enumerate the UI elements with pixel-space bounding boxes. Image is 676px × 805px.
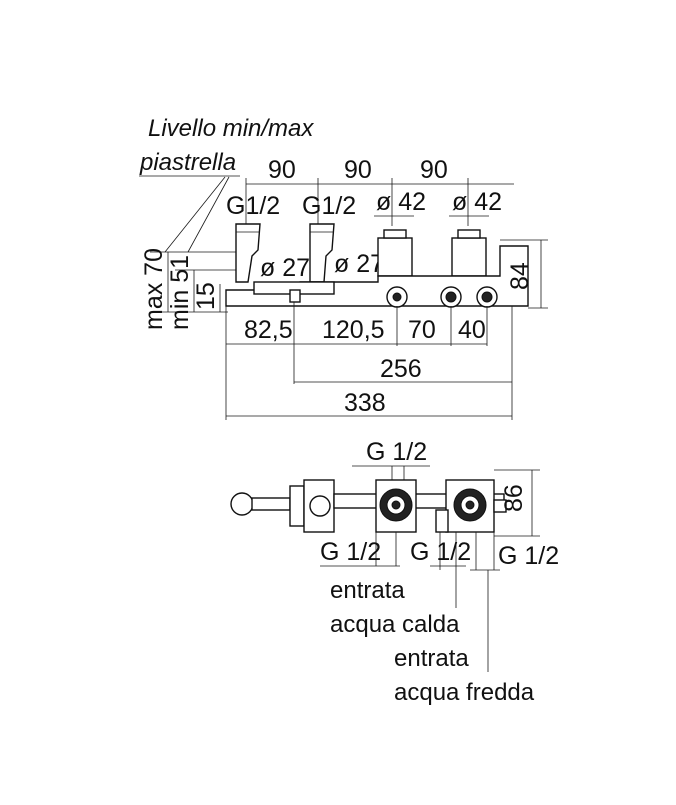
diam42-label-left: ø 42 [376,188,426,216]
dim-338: 338 [344,389,386,417]
side-plug [493,499,507,513]
plan-view: G 1/2 86 [230,438,559,706]
inlet-stub [435,509,449,533]
cold-inlet-label-2: acqua fredda [394,679,535,706]
level-leader-1 [164,176,226,253]
g12-bm-label: G 1/2 [410,538,471,566]
inlet-a-core [445,291,457,303]
dim-90-c: 90 [420,156,448,184]
outlet-fitting-inner [309,495,331,517]
dim-84: 84 [506,262,534,290]
handle-knob [230,492,254,516]
dim-15: 15 [192,282,220,310]
hot-inlet-label-1: entrata [330,577,405,604]
handle-flange [289,485,305,527]
g12-label-left: G1/2 [226,192,280,220]
diam42-label-right: ø 42 [452,188,502,216]
g12-top-label: G 1/2 [366,438,427,466]
outlet-right-body [309,223,335,283]
hot-valve-core [391,500,401,510]
fixing-lug [289,289,301,303]
level-leader-2 [187,176,230,253]
valve-cap-right [457,229,481,239]
valve-cap-left [383,229,407,239]
cold-valve-core [465,500,475,510]
top-elevation-view: Livello min/max piastrella 90 90 90 G1/2… [139,115,548,420]
dim-40: 40 [458,316,486,344]
hot-inlet-label-2: acqua calda [330,611,460,638]
dim-90-a: 90 [268,156,296,184]
level-label-line2: piastrella [139,149,236,176]
diam27-label-right: ø 27 [334,250,384,278]
cold-inlet-label-1: entrata [394,645,469,672]
dim-90-b: 90 [344,156,372,184]
inlet-cold-core [481,291,493,303]
valve-cartridge-left [377,237,413,277]
dim-82-5: 82,5 [244,316,293,344]
g12-label-right: G1/2 [302,192,356,220]
inlet-hot-core [392,292,402,302]
outlet-left-body [235,223,261,283]
handle-shaft [251,497,291,511]
dim-min51: min 51 [166,255,194,330]
g12-bl-label: G 1/2 [320,538,381,566]
dim-256: 256 [380,355,422,383]
valve-cartridge-right [451,237,487,277]
dim-70: 70 [408,316,436,344]
dim-86: 86 [500,484,528,512]
diam27-label-left: ø 27 [260,254,310,282]
dim-120-5: 120,5 [322,316,385,344]
level-label-line1: Livello min/max [148,115,314,142]
g12-br-label: G 1/2 [498,542,559,570]
dim-max70: max 70 [140,248,168,330]
